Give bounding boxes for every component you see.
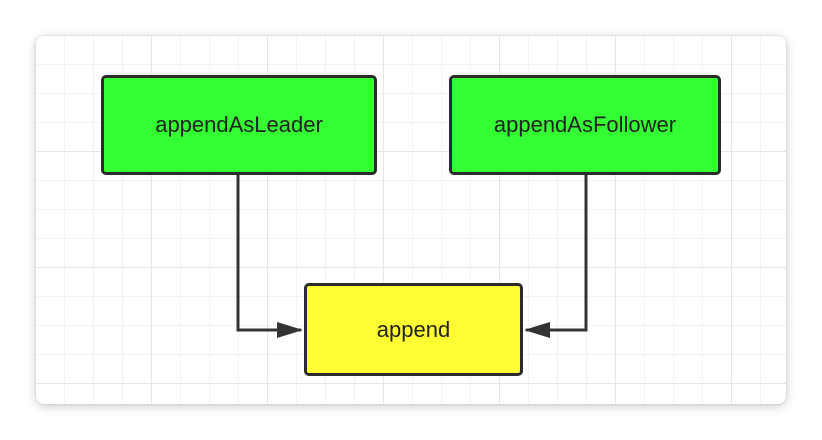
node-append-as-follower[interactable]: appendAsFollower xyxy=(449,75,721,175)
node-label: append xyxy=(376,316,451,342)
node-append-as-leader[interactable]: appendAsLeader xyxy=(101,75,377,175)
node-append[interactable]: append xyxy=(304,283,523,376)
node-label: appendAsLeader xyxy=(155,112,323,137)
node-label: appendAsFollower xyxy=(493,112,677,137)
